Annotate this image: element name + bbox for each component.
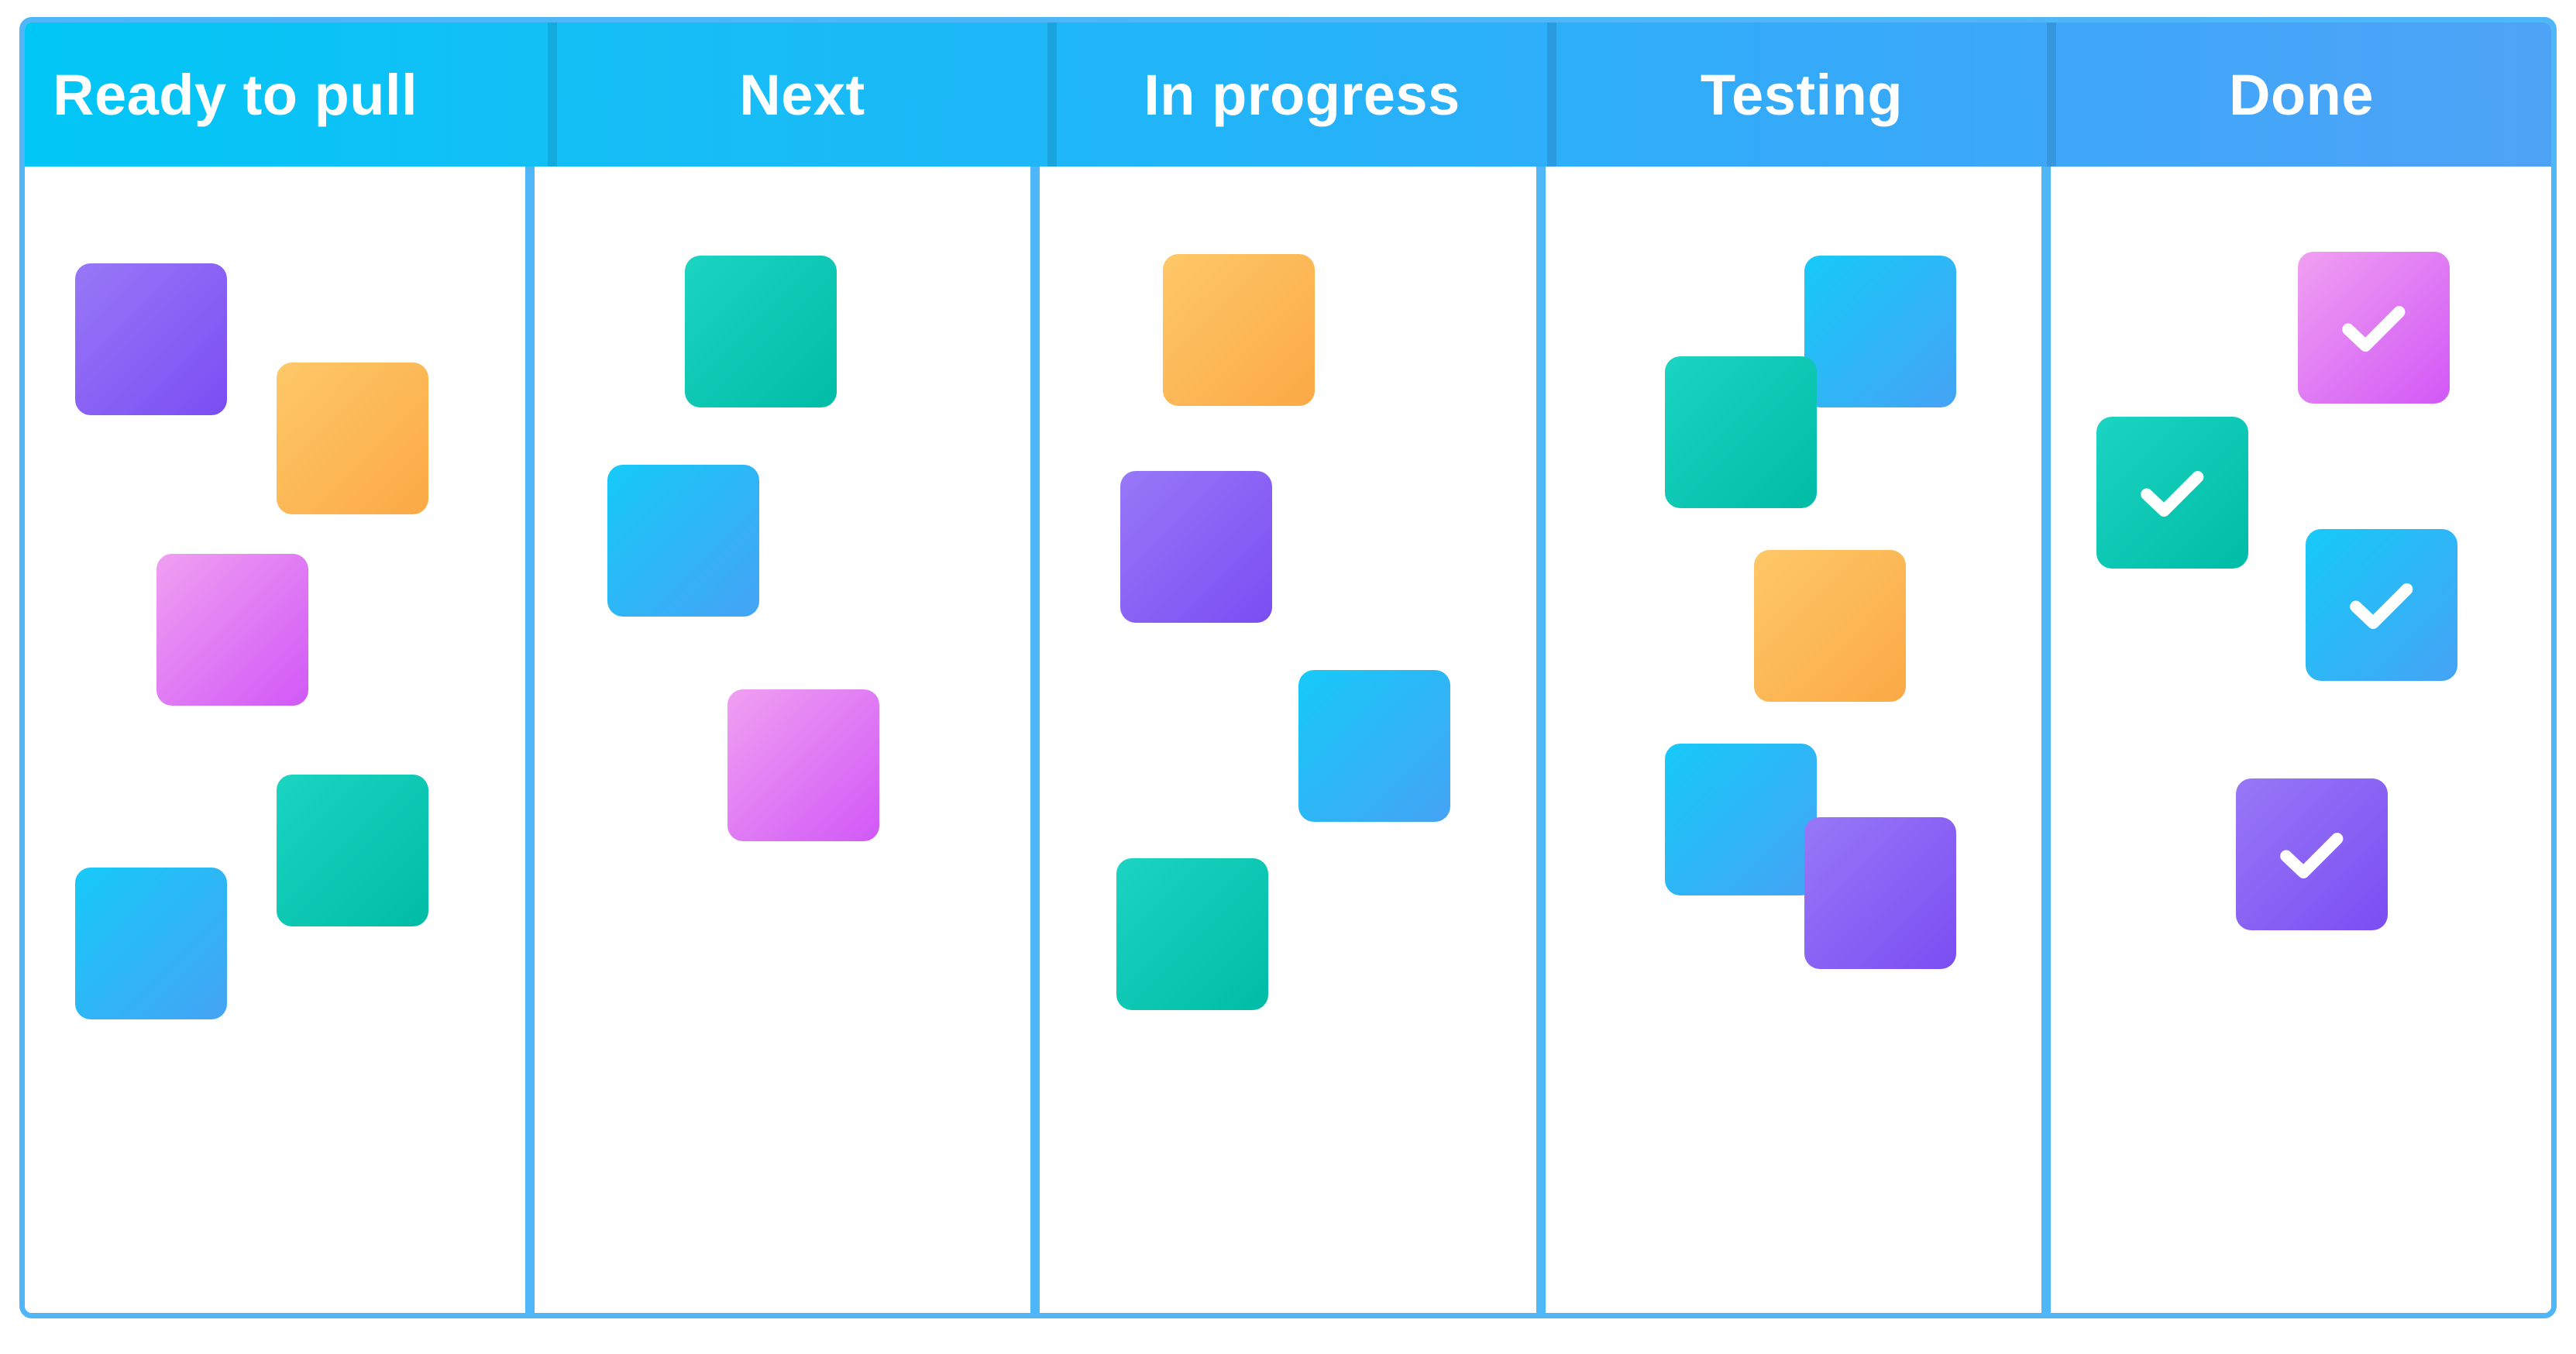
card[interactable] bbox=[1664, 744, 1817, 895]
kanban-board: Ready to pull Next In progress Testing Done bbox=[19, 17, 2557, 1318]
check-icon bbox=[2350, 583, 2413, 630]
card[interactable] bbox=[1116, 858, 1269, 1010]
check-icon bbox=[2342, 306, 2406, 352]
column-header-label: In progress bbox=[1144, 62, 1460, 127]
column-header-in-progress[interactable]: In progress bbox=[1047, 22, 1552, 167]
card[interactable] bbox=[156, 554, 308, 706]
card[interactable] bbox=[607, 465, 760, 617]
card[interactable] bbox=[2297, 252, 2450, 404]
card[interactable] bbox=[75, 263, 227, 415]
card[interactable] bbox=[75, 868, 227, 1019]
column-body-in-progress[interactable] bbox=[1030, 167, 1540, 1313]
card[interactable] bbox=[277, 363, 428, 514]
column-body-done[interactable] bbox=[2041, 167, 2551, 1313]
card[interactable] bbox=[2235, 778, 2388, 930]
board-body-row bbox=[25, 167, 2551, 1313]
column-header-next[interactable]: Next bbox=[548, 22, 1052, 167]
check-icon bbox=[2141, 471, 2204, 517]
column-header-label: Next bbox=[739, 62, 865, 127]
column-header-label: Testing bbox=[1700, 62, 1904, 127]
column-header-testing[interactable]: Testing bbox=[1547, 22, 2052, 167]
card[interactable] bbox=[1163, 254, 1316, 406]
card[interactable] bbox=[685, 256, 837, 407]
column-body-ready-to-pull[interactable] bbox=[25, 167, 530, 1313]
column-header-done[interactable]: Done bbox=[2047, 22, 2551, 167]
column-header-ready-to-pull[interactable]: Ready to pull bbox=[25, 22, 552, 167]
card[interactable] bbox=[1298, 670, 1451, 822]
card[interactable] bbox=[2096, 417, 2248, 569]
column-header-label: Ready to pull bbox=[53, 62, 418, 127]
card[interactable] bbox=[1120, 471, 1273, 623]
column-header-label: Done bbox=[2229, 62, 2374, 127]
card[interactable] bbox=[1804, 256, 1956, 407]
column-body-testing[interactable] bbox=[1536, 167, 2046, 1313]
board-header-row: Ready to pull Next In progress Testing Done bbox=[25, 22, 2551, 167]
card[interactable] bbox=[1664, 356, 1817, 508]
card[interactable] bbox=[1753, 550, 1906, 702]
card[interactable] bbox=[727, 689, 880, 841]
column-body-next[interactable] bbox=[525, 167, 1035, 1313]
card[interactable] bbox=[2305, 529, 2457, 681]
card[interactable] bbox=[277, 775, 428, 926]
card[interactable] bbox=[1804, 817, 1956, 969]
check-icon bbox=[2280, 833, 2344, 879]
